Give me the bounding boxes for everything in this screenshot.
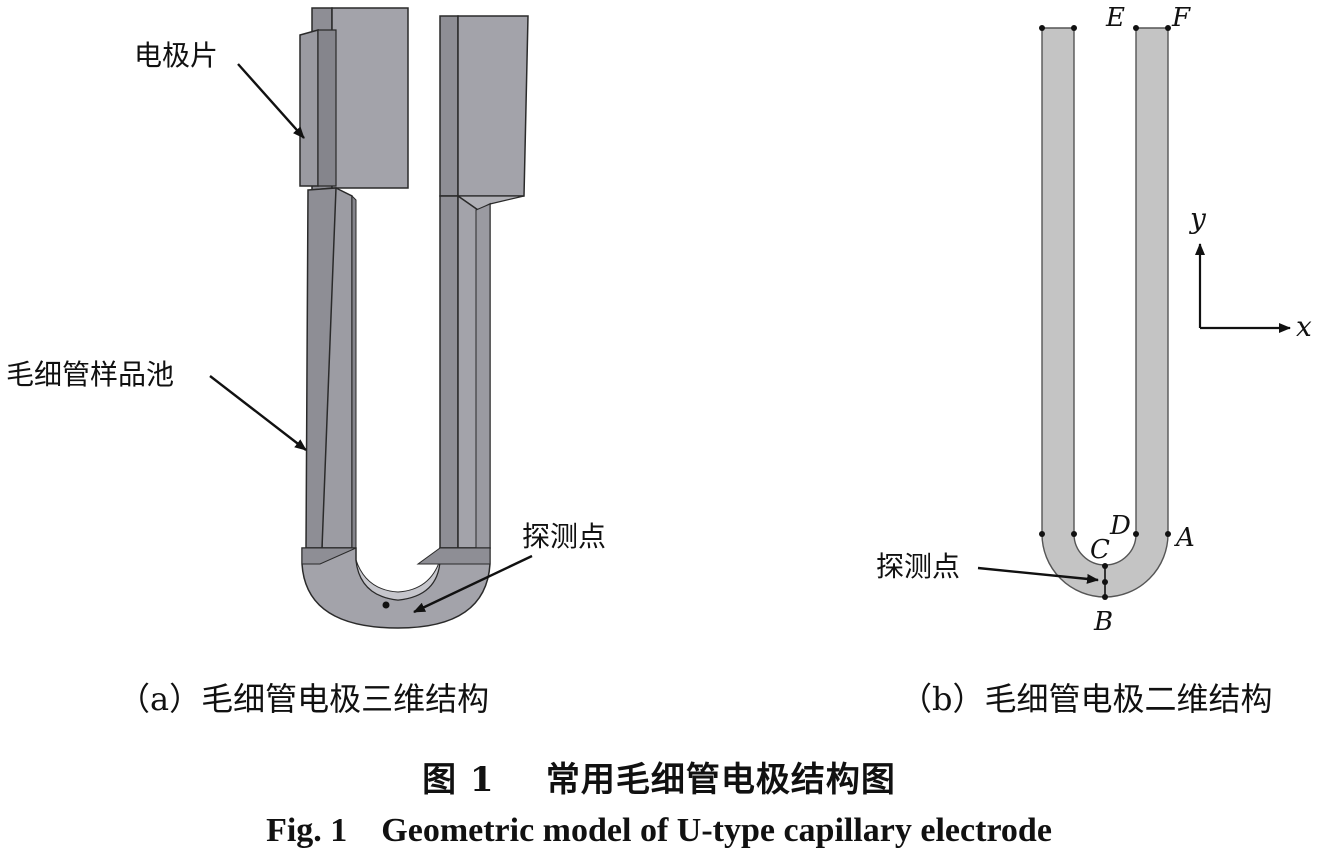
label-point-f: F xyxy=(1171,3,1191,33)
arrow-sample-cell xyxy=(209,375,307,451)
electrode-plate xyxy=(299,7,409,191)
right-terminal-block xyxy=(439,15,529,211)
point-a xyxy=(1165,531,1171,537)
coordinate-axes: y x xyxy=(1188,202,1312,343)
label-probe-point-2d: 探测点 xyxy=(876,550,960,583)
arrow-electrode-plate xyxy=(237,63,305,139)
point-d xyxy=(1133,531,1139,537)
point-e xyxy=(1133,25,1139,31)
label-electrode-plate: 电极片 xyxy=(134,39,218,72)
panel-a-3d-model: 电极片 毛细管样品池 探测点 xyxy=(6,7,606,629)
subcaption-a: （a）毛细管电极三维结构 xyxy=(118,680,490,718)
probe-point-dot-3d xyxy=(382,601,390,609)
label-probe-point-3d: 探测点 xyxy=(522,520,606,553)
arrow-probe-point-2d xyxy=(977,566,1099,584)
u-tube-2d-shape xyxy=(1041,27,1169,598)
label-point-a: A xyxy=(1174,523,1195,553)
capillary-left-arm xyxy=(305,187,357,549)
label-point-b: B xyxy=(1093,607,1113,637)
label-axis-y: y xyxy=(1188,202,1207,235)
capillary-u-bend xyxy=(301,547,491,629)
label-point-d: D xyxy=(1109,511,1131,541)
point-left-bottom-outer xyxy=(1039,531,1045,537)
label-point-e: E xyxy=(1105,3,1125,33)
point-left-bottom-inner xyxy=(1071,531,1077,537)
arrow-probe-point-3d xyxy=(413,554,533,614)
figure-caption-cn: 图 1 常用毛细管电极结构图 xyxy=(422,760,896,800)
subcaption-b: （b）毛细管电极二维结构 xyxy=(900,680,1273,718)
panel-b-2d-model: E F D A C B 探测点 y x xyxy=(876,3,1312,637)
capillary-right-arm xyxy=(439,194,491,549)
label-point-c: C xyxy=(1090,535,1110,565)
label-axis-x: x xyxy=(1296,310,1312,343)
point-left-top-inner xyxy=(1071,25,1077,31)
point-f xyxy=(1165,25,1171,31)
label-sample-cell: 毛细管样品池 xyxy=(6,358,174,391)
point-left-top-outer xyxy=(1039,25,1045,31)
figure-caption-en: Fig. 1 Geometric model of U-type capilla… xyxy=(266,812,1052,849)
